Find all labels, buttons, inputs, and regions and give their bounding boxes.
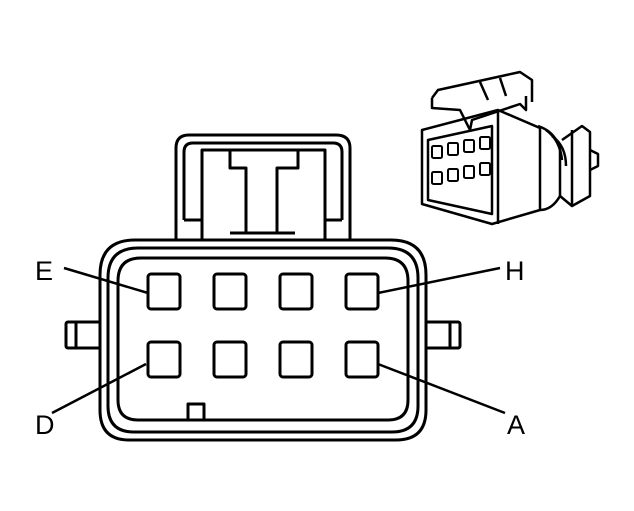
cavity: [146, 340, 182, 379]
iso-cavity: [479, 136, 491, 150]
connector-body: [98, 238, 428, 442]
leader-lines: [51, 266, 506, 415]
iso-cavity: [431, 145, 443, 159]
cavity: [344, 340, 380, 379]
leader-line-a: [377, 362, 506, 415]
pin-label-d: D: [35, 410, 55, 440]
cavity: [344, 272, 380, 311]
iso-cavity: [463, 139, 475, 153]
iso-cavity: [431, 171, 443, 185]
cavity: [212, 272, 248, 311]
iso-cavity: [447, 142, 459, 156]
iso-cavity: [447, 168, 459, 182]
locking-tab: [174, 133, 352, 248]
cavity: [146, 272, 182, 311]
pin-label-e: E: [35, 256, 53, 286]
iso-cavity: [479, 162, 491, 176]
leader-line-d: [51, 362, 147, 415]
leader-line-h: [377, 266, 501, 295]
terminal-cavities: [146, 272, 380, 379]
side-ears: [64, 320, 462, 350]
cavity: [278, 340, 314, 379]
pin-label-h: H: [505, 256, 525, 286]
leader-line-e: [63, 266, 149, 295]
cavity: [212, 340, 248, 379]
isometric-cavities: [431, 136, 491, 185]
iso-cavity: [463, 165, 475, 179]
cavity: [278, 272, 314, 311]
pin-label-a: A: [507, 410, 525, 440]
